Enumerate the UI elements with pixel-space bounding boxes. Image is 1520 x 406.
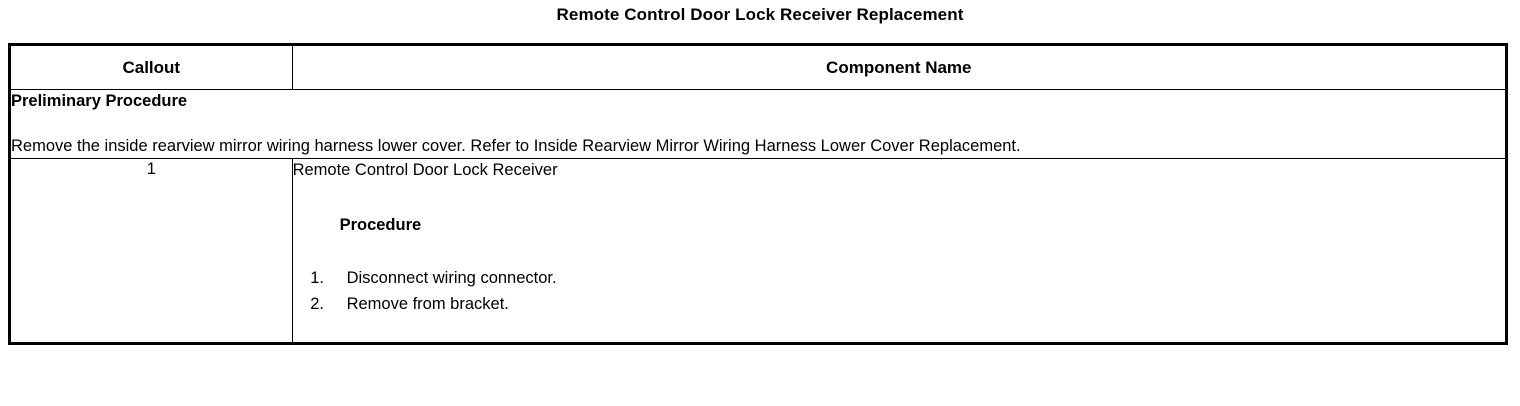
- procedure-step-list: Disconnect wiring connector. Remove from…: [293, 265, 1505, 317]
- column-header-component-name: Component Name: [291, 44, 1508, 90]
- preliminary-procedure-body: Remove the inside rearview mirror wiring…: [11, 137, 1021, 155]
- procedure-table: Callout Component Name Preliminary Proce…: [8, 43, 1508, 345]
- procedure-heading: Procedure: [339, 216, 422, 234]
- preliminary-procedure-cell: Preliminary Procedure Remove the inside …: [9, 89, 1507, 159]
- table-row: 1 Remote Control Door Lock Receiver Proc…: [9, 158, 1508, 344]
- procedure-table-container: Callout Component Name Preliminary Proce…: [8, 43, 1508, 345]
- callout-number: 1: [9, 158, 293, 344]
- preliminary-procedure-heading: Preliminary Procedure: [11, 92, 188, 110]
- preliminary-procedure-row: Preliminary Procedure Remove the inside …: [9, 89, 1507, 159]
- column-header-callout: Callout: [9, 44, 293, 90]
- list-item: Disconnect wiring connector.: [329, 265, 1505, 291]
- component-name-text: Remote Control Door Lock Receiver: [292, 161, 558, 179]
- table-header-row: Callout Component Name: [9, 44, 1508, 90]
- component-detail-cell: Remote Control Door Lock Receiver Proced…: [291, 158, 1508, 344]
- page-title: Remote Control Door Lock Receiver Replac…: [556, 5, 964, 24]
- list-item: Remove from bracket.: [329, 291, 1505, 317]
